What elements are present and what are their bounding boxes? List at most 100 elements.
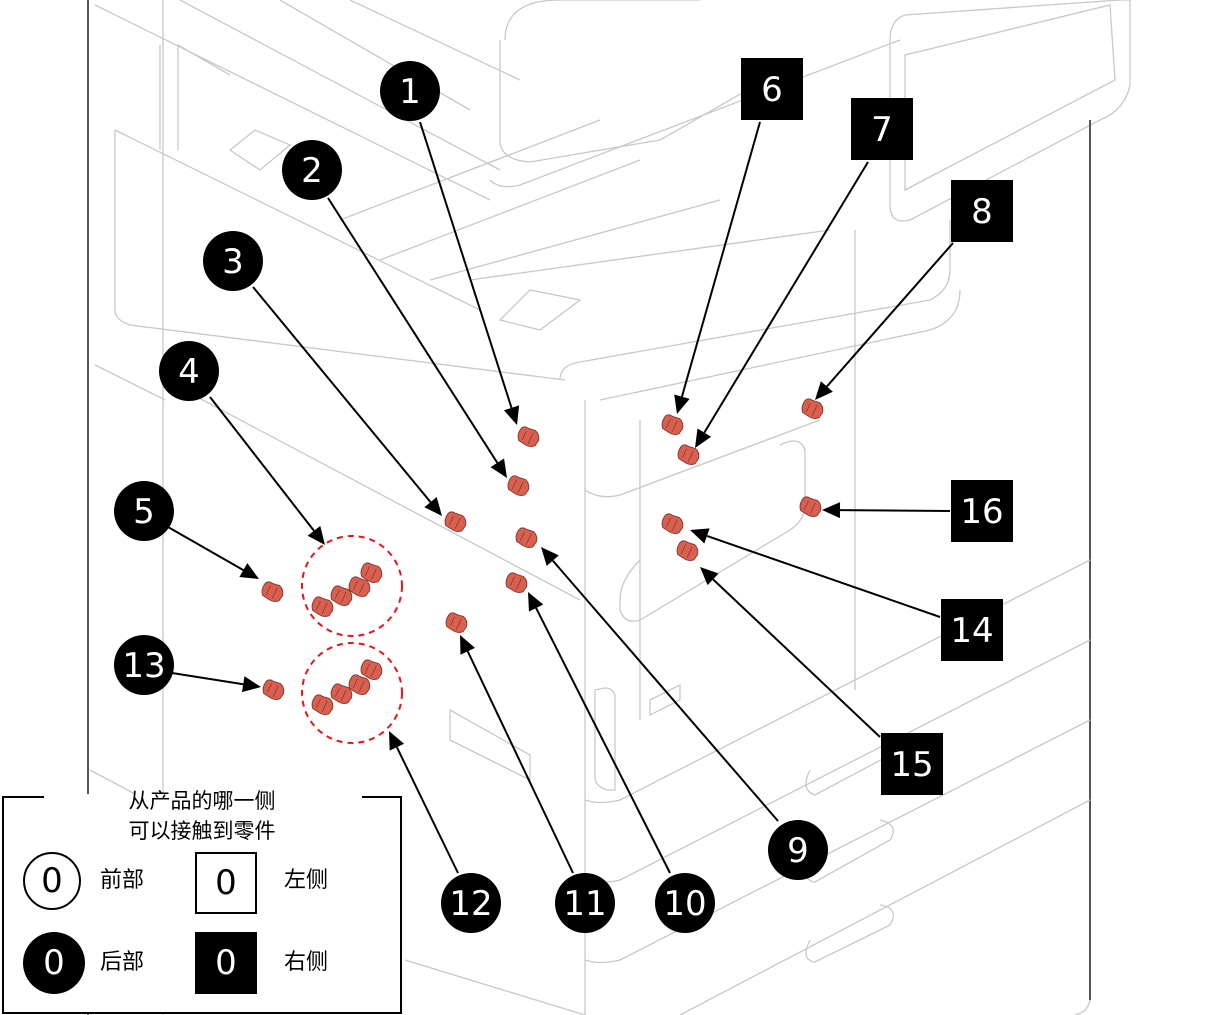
part-2-icon bbox=[507, 475, 530, 496]
callout-square-icon bbox=[741, 58, 803, 120]
callout-number: 4 bbox=[178, 352, 200, 392]
callout-4: 4 bbox=[159, 341, 219, 401]
printer-line-drawing bbox=[87, 0, 1131, 1015]
callout-number: 13 bbox=[122, 646, 165, 686]
leader-4-line bbox=[209, 396, 315, 532]
part-15-icon bbox=[676, 540, 699, 561]
leader-lines bbox=[167, 121, 954, 874]
callout-2: 2 bbox=[282, 140, 342, 200]
callout-number: 3 bbox=[222, 242, 244, 282]
callout-square-icon bbox=[941, 599, 1003, 661]
part-6-icon bbox=[661, 414, 684, 435]
callout-number: 8 bbox=[971, 192, 993, 232]
callout-circle-icon bbox=[114, 635, 174, 695]
callout-15: 15 bbox=[881, 733, 943, 795]
callout-circle-icon bbox=[655, 873, 715, 933]
part-4-icon bbox=[348, 576, 371, 597]
leader-13-line bbox=[171, 672, 244, 686]
callout-circle-icon bbox=[159, 341, 219, 401]
callout-11: 11 bbox=[555, 873, 615, 933]
leader-3-line bbox=[252, 286, 432, 503]
part-4-icon bbox=[360, 562, 383, 583]
leader-11-arrowhead bbox=[460, 635, 475, 655]
callout-number: 6 bbox=[761, 70, 783, 110]
leader-9-arrowhead bbox=[541, 547, 559, 566]
part-14-icon bbox=[661, 513, 684, 534]
callout-number: 15 bbox=[890, 745, 933, 785]
leader-6-line bbox=[680, 121, 761, 397]
leader-16-line bbox=[839, 509, 951, 512]
callout-number: 12 bbox=[449, 884, 492, 924]
leader-15-arrowhead bbox=[700, 567, 719, 586]
callout-square-icon bbox=[951, 180, 1013, 242]
leader-4-arrowhead bbox=[307, 525, 325, 545]
leader-2-line bbox=[327, 197, 499, 464]
leader-1-arrowhead bbox=[503, 405, 520, 425]
leader-7-line bbox=[703, 161, 869, 434]
callout-circle-icon bbox=[203, 231, 263, 291]
callout-6: 6 bbox=[741, 58, 803, 120]
leader-13-arrowhead bbox=[241, 676, 261, 693]
part-12-icon bbox=[348, 674, 371, 695]
callout-number: 2 bbox=[301, 151, 323, 191]
leader-8-arrowhead bbox=[815, 381, 833, 400]
part-13-icon bbox=[262, 679, 285, 700]
leader-16-arrowhead bbox=[822, 502, 841, 519]
part-16-icon bbox=[799, 496, 822, 517]
part-11-icon bbox=[445, 612, 468, 633]
callout-13: 13 bbox=[114, 635, 174, 695]
callout-square-icon bbox=[951, 480, 1013, 542]
left-square-outline-icon: 0 bbox=[195, 852, 257, 914]
callout-8: 8 bbox=[951, 180, 1013, 242]
leader-10-arrowhead bbox=[528, 592, 544, 612]
leader-12-arrowhead bbox=[389, 731, 405, 751]
leader-2-arrowhead bbox=[490, 458, 507, 478]
callout-number: 10 bbox=[663, 884, 706, 924]
callout-square-icon bbox=[851, 98, 913, 160]
part-12-icon bbox=[360, 659, 383, 680]
part-10-icon bbox=[505, 572, 528, 593]
part-3-icon bbox=[444, 511, 467, 532]
callout-circle-icon bbox=[768, 820, 828, 880]
callout-square-icon bbox=[881, 733, 943, 795]
part-4-icon bbox=[330, 585, 353, 606]
leader-7-arrowhead bbox=[695, 428, 712, 448]
right-square-filled-icon: 0 bbox=[195, 932, 257, 994]
part-8-icon bbox=[801, 398, 824, 419]
callout-circle-icon bbox=[282, 140, 342, 200]
legend-label-front: 前部 bbox=[100, 868, 145, 893]
callout-number: 16 bbox=[960, 492, 1003, 532]
callout-3: 3 bbox=[203, 231, 263, 291]
callout-circle-icon bbox=[441, 873, 501, 933]
callout-12: 12 bbox=[441, 873, 501, 933]
part-12-icon bbox=[311, 694, 334, 715]
callout-14: 14 bbox=[941, 599, 1003, 661]
parts-layer bbox=[261, 398, 824, 744]
part-group-ring-4 bbox=[301, 535, 403, 637]
leader-8-line bbox=[826, 242, 954, 388]
callout-16: 16 bbox=[951, 480, 1013, 542]
leader-11-line bbox=[466, 650, 574, 874]
legend-label-rear: 后部 bbox=[100, 950, 145, 975]
legend-label-left: 左侧 bbox=[284, 868, 329, 893]
callout-number: 11 bbox=[563, 884, 606, 924]
leader-3-arrowhead bbox=[424, 497, 442, 516]
part-9-icon bbox=[515, 527, 538, 548]
legend-title-line-1: 从产品的哪一侧 bbox=[128, 789, 276, 813]
leader-15-line bbox=[712, 578, 881, 738]
legend-access-side: 从产品的哪一侧 可以接触到零件 0 前部 0 左侧 0 后部 0 右侧 bbox=[2, 789, 402, 1014]
part-5-icon bbox=[261, 581, 284, 602]
callout-circle-icon bbox=[380, 61, 440, 121]
leader-12-line bbox=[395, 746, 459, 874]
callout-number: 1 bbox=[399, 72, 421, 112]
callout-circle-icon bbox=[555, 873, 615, 933]
callout-5: 5 bbox=[114, 481, 174, 541]
callout-9: 9 bbox=[768, 820, 828, 880]
callout-7: 7 bbox=[851, 98, 913, 160]
part-7-icon bbox=[677, 444, 700, 465]
leader-5-arrowhead bbox=[239, 563, 259, 579]
leader-9-line bbox=[552, 559, 779, 822]
part-1-icon bbox=[517, 426, 540, 447]
